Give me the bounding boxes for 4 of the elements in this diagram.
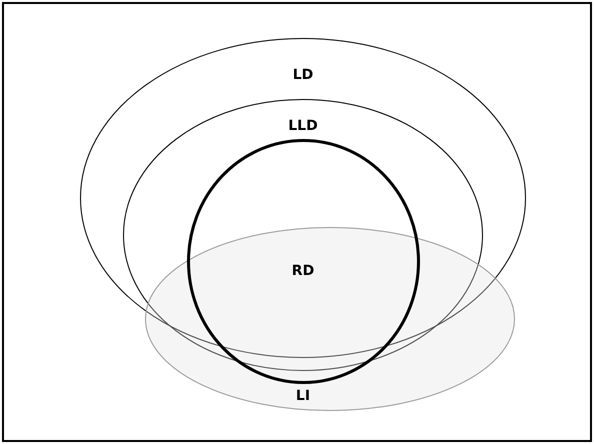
region-label: LD xyxy=(292,68,314,82)
region-label: LI xyxy=(296,389,310,403)
region-label: LLD xyxy=(288,119,318,133)
region-label: RD xyxy=(292,264,314,278)
